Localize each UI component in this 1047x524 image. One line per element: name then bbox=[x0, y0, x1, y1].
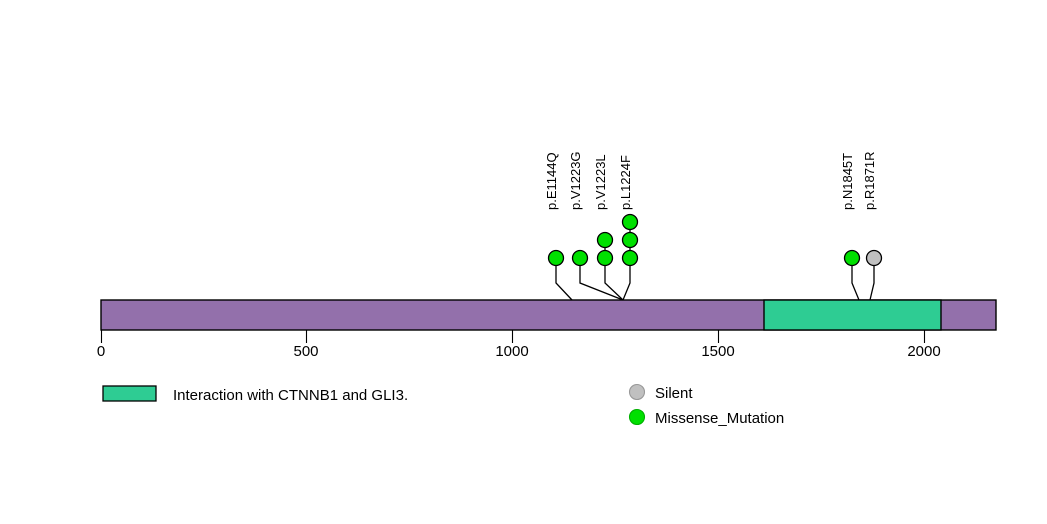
mutation-label-p-L1224F: p.L1224F bbox=[618, 155, 633, 210]
axis-tick-label-2000: 2000 bbox=[907, 343, 940, 360]
mutation-label-p-N1845T: p.N1845T bbox=[840, 153, 855, 210]
mutation-label-p-E1144Q: p.E1144Q bbox=[544, 152, 559, 210]
mutation-dot-p-L1224F-2[interactable] bbox=[621, 231, 639, 249]
x-axis-group: 0 500 1000 1500 2000 bbox=[97, 330, 941, 360]
lollipop-p-E1144Q[interactable]: p.E1144Q bbox=[544, 152, 573, 301]
mutation-dot-p-V1223G-1[interactable] bbox=[571, 249, 589, 267]
axis-tick-label-1000: 1000 bbox=[495, 343, 528, 360]
legend-missense-swatch[interactable] bbox=[628, 408, 646, 426]
lollipop-p-V1223G[interactable]: p.V1223G bbox=[568, 151, 624, 301]
lollipop-p-N1845T[interactable]: p.N1845T bbox=[840, 153, 861, 301]
axis-tick-label-1500: 1500 bbox=[701, 343, 734, 360]
mutation-label-p-V1223L: p.V1223L bbox=[593, 154, 608, 210]
mutation-dot-p-R1871R-1[interactable] bbox=[865, 249, 883, 267]
legend-mutation-group: Silent Missense_Mutation bbox=[628, 383, 784, 427]
mutation-dot-p-E1144Q-1[interactable] bbox=[547, 249, 565, 267]
domain-region-group bbox=[763, 299, 942, 331]
mutation-label-p-V1223G: p.V1223G bbox=[568, 151, 583, 210]
lollipop-stem-p-V1223G bbox=[579, 258, 624, 301]
lollipop-p-R1871R[interactable]: p.R1871R bbox=[862, 151, 883, 301]
legend-domain-group: Interaction with CTNNB1 and GLI3. bbox=[102, 385, 408, 404]
legend-silent-label: Silent bbox=[655, 385, 693, 402]
legend-silent-swatch[interactable] bbox=[628, 383, 646, 401]
mutation-dot-p-N1845T-1[interactable] bbox=[843, 249, 861, 267]
axis-tick-label-500: 500 bbox=[293, 343, 318, 360]
legend-domain-swatch[interactable] bbox=[102, 385, 157, 402]
legend-missense-label: Missense_Mutation bbox=[655, 410, 784, 427]
lollipop-p-L1224F[interactable]: p.L1224F bbox=[618, 155, 639, 301]
axis-tick-label-0: 0 bbox=[97, 343, 105, 360]
mutation-label-p-R1871R: p.R1871R bbox=[862, 151, 877, 210]
legend-domain-label: Interaction with CTNNB1 and GLI3. bbox=[173, 387, 408, 404]
mutation-dot-p-V1223L-1[interactable] bbox=[596, 249, 614, 267]
lollipop-stem-p-R1871R bbox=[869, 258, 875, 301]
lollipop-p-V1223L[interactable]: p.V1223L bbox=[593, 154, 624, 301]
mutation-dot-p-L1224F-3[interactable] bbox=[621, 213, 639, 231]
lollipop-stem-p-N1845T bbox=[851, 258, 860, 301]
mutation-dot-p-V1223L-2[interactable] bbox=[596, 231, 614, 249]
mutation-dot-p-L1224F-1[interactable] bbox=[621, 249, 639, 267]
lollipop-stem-p-V1223L bbox=[604, 240, 624, 301]
lollipop-stem-p-E1144Q bbox=[555, 258, 573, 301]
domain-interaction-ctnnb1-gli3[interactable] bbox=[763, 299, 942, 331]
